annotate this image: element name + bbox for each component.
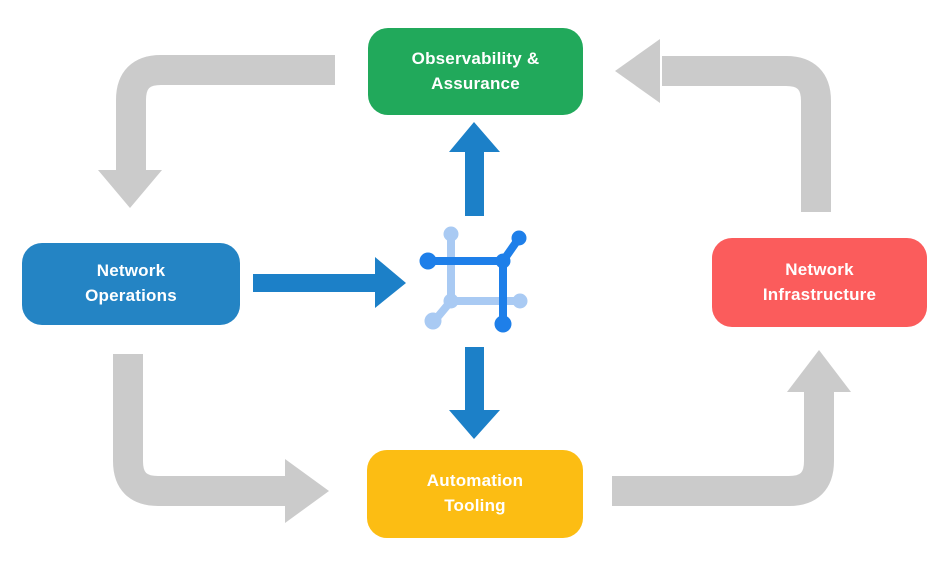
arrow-automation-tooling-to-network-infrastructure <box>612 350 851 506</box>
arrow-network-operations-to-automation-tooling <box>113 354 329 523</box>
network-mesh-icon <box>419 226 528 333</box>
node-observability-assurance-label: Observability & Assurance <box>411 48 540 93</box>
node-network-infrastructure: Network Infrastructure <box>712 238 927 327</box>
network-mesh-icon-light-nodes <box>424 226 528 330</box>
node-observability-assurance: Observability & Assurance <box>368 28 583 115</box>
node-automation-tooling: Automation Tooling <box>367 450 583 538</box>
network-mesh-icon-dark-nodes <box>419 230 527 333</box>
arrow-center-to-automation-tooling <box>449 347 500 439</box>
node-network-infrastructure-label: Network Infrastructure <box>762 259 877 304</box>
arrow-center-to-observability <box>449 122 500 216</box>
arrow-network-operations-to-center <box>253 257 406 308</box>
node-automation-tooling-label: Automation Tooling <box>426 471 524 515</box>
arrow-observability-to-network-operations <box>98 55 335 208</box>
node-network-operations: Network Operations <box>22 243 240 325</box>
node-network-operations-label: Network Operations <box>85 261 177 305</box>
arrow-network-infrastructure-to-observability <box>615 39 831 212</box>
